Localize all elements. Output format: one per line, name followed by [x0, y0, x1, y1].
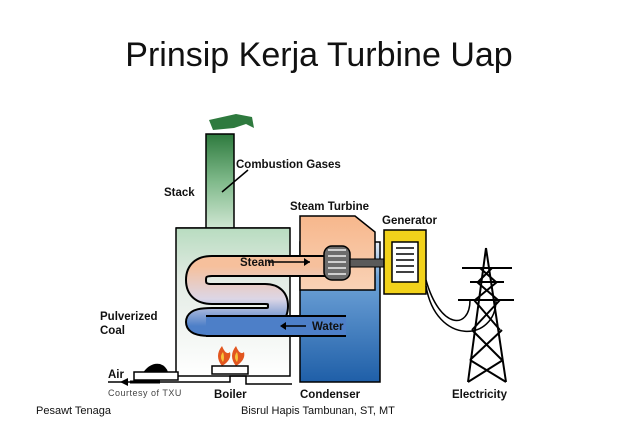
slide-title: Prinsip Kerja Turbine Uap: [125, 36, 513, 74]
coal-feeder: [108, 363, 292, 386]
stack: [176, 114, 290, 229]
power-line: [425, 285, 497, 333]
label-steam: Steam: [240, 257, 275, 269]
label-electricity: Electricity: [452, 389, 508, 401]
label-combustion-gases: Combustion Gases: [236, 159, 341, 171]
label-stack: Stack: [164, 187, 195, 199]
label-condenser: Condenser: [300, 389, 361, 401]
footer-course-name: Pesawt Tenaga: [36, 405, 112, 417]
turbine-rotor: [323, 245, 351, 281]
smoke-plume: [209, 114, 254, 130]
label-coal: Coal: [100, 325, 125, 337]
footer-author: Bisrul Hapis Tambunan, ST, MT: [241, 405, 395, 417]
label-pulverized: Pulverized: [100, 311, 158, 323]
steam-water-pipe: [187, 257, 345, 335]
burner-flames: [211, 346, 249, 375]
stack-chimney: [205, 133, 235, 229]
label-boiler: Boiler: [214, 389, 247, 401]
label-water: Water: [312, 321, 344, 333]
label-courtesy: Courtesy of TXU: [108, 388, 182, 398]
label-steam-turbine: Steam Turbine: [290, 201, 369, 213]
transmission-tower: [458, 247, 514, 383]
leader-line: [221, 169, 249, 193]
label-air: Air: [108, 369, 125, 381]
label-generator: Generator: [382, 215, 437, 227]
power-line: [425, 279, 471, 322]
